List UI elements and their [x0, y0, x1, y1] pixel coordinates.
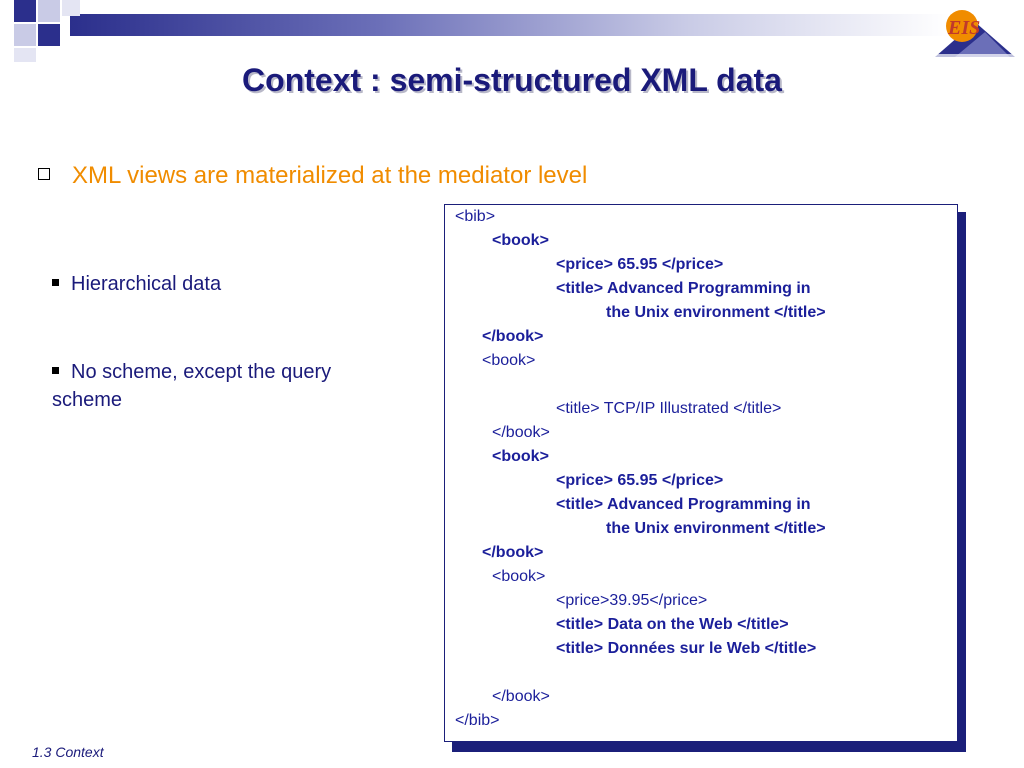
hollow-square-bullet-icon — [38, 167, 50, 180]
xml-code-line: </bib> — [455, 712, 500, 729]
slide-footer: 1.3 Context — [32, 744, 104, 760]
xml-code-line: the Unix environment </title> — [606, 304, 826, 321]
xml-code-line: <book> — [492, 232, 549, 249]
sub-bullet-text-cont: scheme — [52, 389, 123, 411]
logo-text: EIS — [947, 17, 980, 39]
decor-square — [14, 48, 36, 62]
xml-code-line: <price> 65.95 </price> — [556, 472, 724, 489]
slide-title: Context : semi-structured XML data — [242, 62, 782, 98]
main-bullet: XML views are materialized at the mediat… — [38, 162, 587, 190]
xml-code-line: the Unix environment </title> — [606, 520, 826, 537]
square-bullet-icon — [52, 367, 59, 375]
sub-bullet: No scheme, except the query scheme — [52, 358, 331, 414]
square-bullet-icon — [52, 279, 59, 287]
sub-bullet-text: Hierarchical data — [71, 273, 222, 295]
decor-square — [14, 0, 36, 22]
main-bullet-text: XML views are materialized at the mediat… — [72, 162, 588, 189]
xml-code-box — [444, 204, 958, 742]
sub-bullet-text: No scheme, except the query — [71, 361, 332, 383]
xml-code-line: <price>39.95</price> — [556, 592, 708, 609]
xml-code-line: <title> Données sur le Web </title> — [556, 640, 817, 657]
xml-code-line: <book> — [492, 568, 546, 585]
xml-code-line: <title> Advanced Programming in — [556, 496, 811, 513]
decor-square — [62, 0, 80, 16]
xml-code-line: <book> — [492, 448, 549, 465]
decor-square — [38, 24, 60, 46]
xml-code-line: </book> — [482, 544, 544, 561]
header-gradient-band — [70, 14, 950, 36]
decor-square — [14, 24, 36, 46]
xml-code-line: <title> Data on the Web </title> — [556, 616, 789, 633]
xml-code-line: <bib> — [455, 208, 496, 225]
xml-code-line: <book> — [482, 352, 536, 369]
xml-code-line: </book> — [492, 424, 550, 441]
xml-code-line: <title> TCP/IP Illustrated </title> — [556, 400, 782, 417]
xml-code-line: <title> Advanced Programming in — [556, 280, 811, 297]
xml-code-line: <price> 65.95 </price> — [556, 256, 724, 273]
decor-square — [38, 0, 60, 22]
xml-code-line: </book> — [482, 328, 544, 345]
sub-bullet: Hierarchical data — [52, 270, 221, 298]
xml-code-line: </book> — [492, 688, 550, 705]
eis-logo: EIS — [930, 2, 1020, 62]
